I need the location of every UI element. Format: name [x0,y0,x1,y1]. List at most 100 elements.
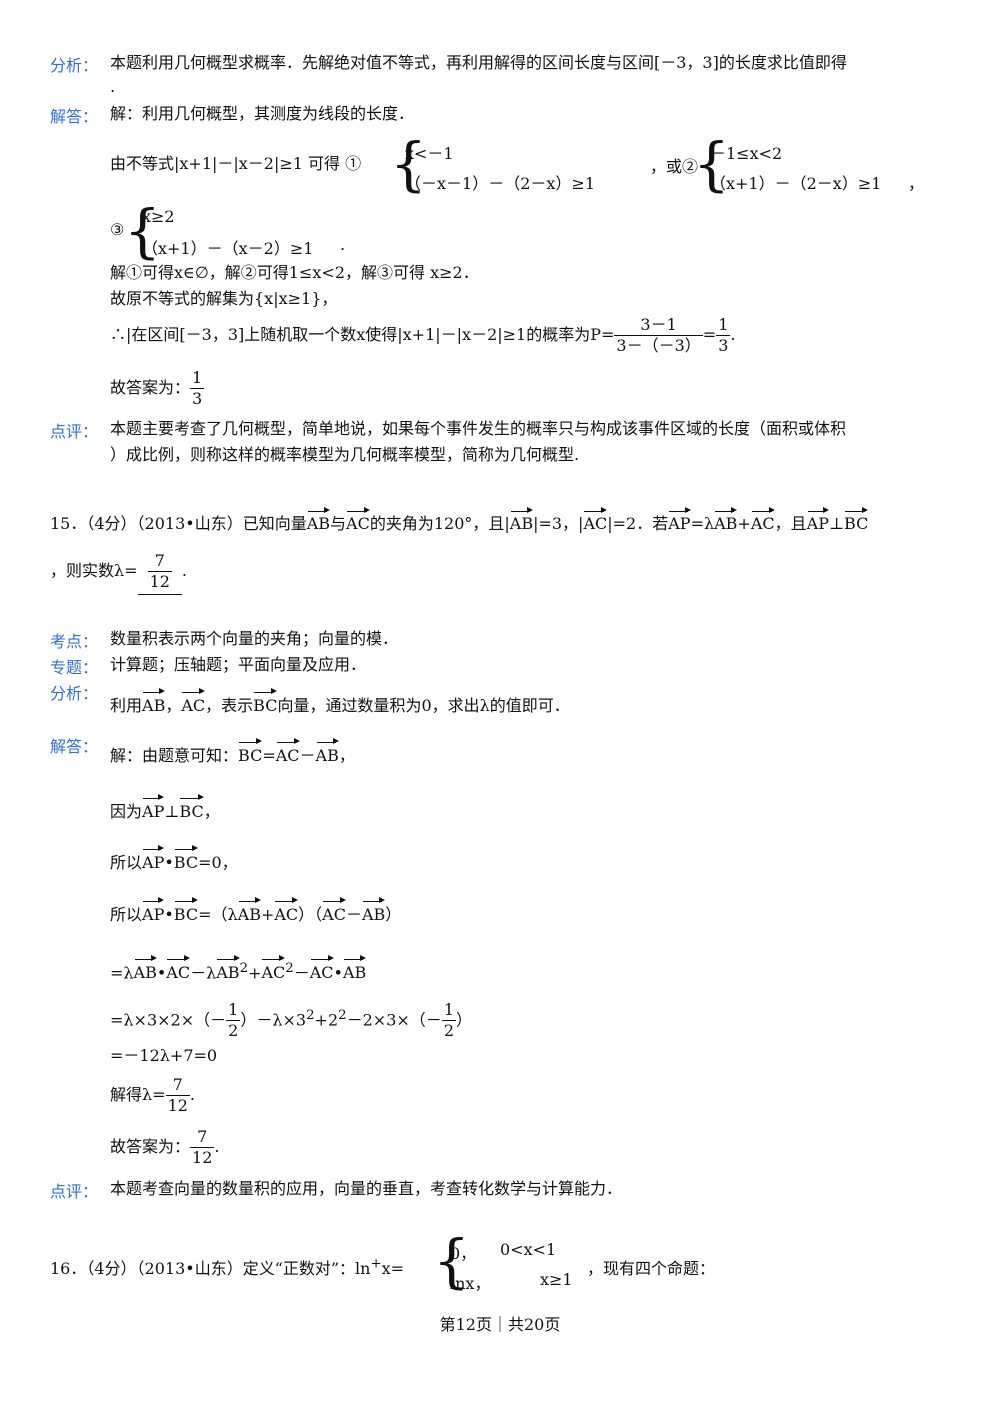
vector-ab: AB [509,507,534,533]
vector-ab: AB [216,955,240,983]
vector-ab: AB [342,955,367,983]
sol15-line3: 所以AP•BC=0， [110,845,238,874]
vector-ac: AC [322,897,346,924]
an-sep: ， [165,696,182,715]
square-sup: 2 [239,961,249,976]
s2-end: ， [203,802,220,821]
comment-15: 本题考查向量的数量积的应用，向量的垂直，考查转化数学与计算能力． [110,1179,623,1198]
minus: － [345,905,362,924]
vector-ap: AP [142,845,165,872]
q15-period: . [181,561,188,580]
lambda-den: 12 [167,1096,188,1115]
vector-ap: AP [142,897,165,924]
kaodian-label: 考点： [50,632,99,651]
vector-bc: BC [173,845,199,872]
q16-eq: x= [381,1259,405,1278]
q15-text-b: 与 [330,514,347,533]
an-text-c: 向量，通过数量积为0，求出λ的值即可． [277,696,570,715]
sol15-line5: =λAB•AC－λAB2+AC2－AC•AB [110,955,367,984]
q15-text-a: 15．（4分）（2013•山东）已知向量 [50,514,307,533]
s6-d: －2×3×（－ [346,1010,442,1030]
vector-bc: BC [173,897,199,924]
vector-ab: AB [315,738,340,765]
sol15-line4: 所以AP•BC=（λAB+AC）（AC－AB） [110,897,401,926]
case3-line2: （x+1）－（x－2）≥1 [142,239,314,258]
piece2-value: lnx， [450,1274,491,1293]
comment-line2: ）成比例，则称这样的概率模型为几何概率模型，简称为几何概型. [110,445,580,464]
lambda-num: 7 [165,1075,190,1096]
s9-prefix: 故答案为： [110,1137,191,1156]
vector-ab: AB [306,507,331,533]
kaodian-text: 数量积表示两个向量的夹角；向量的模． [110,629,399,648]
plus-sign: + [260,905,275,924]
vector-bc: BC [238,738,263,765]
page-footer: 第12页｜共20页 [439,1315,561,1334]
zhuanti-label: 专题： [50,658,99,677]
vector-ac: AC [309,955,334,983]
analysis-label: 分析： [50,56,99,75]
analysis-text-line2: . [110,77,116,96]
vector-ab: AB [133,955,158,983]
minus: － [299,746,316,765]
case1-line2: （－x－1）－（2－x）≥1 [405,174,595,193]
analysis-label-15: 分析： [50,684,99,703]
case1-line1: x<－1 [405,144,454,163]
q15-text-e: |=2．若 [607,514,669,533]
question-16-prefix: 16．（4分）（2013•山东）定义“正数对”：ln+x= [50,1255,404,1279]
comment-label-15: 点评： [50,1182,99,1201]
answer-prefix: 故答案为： [110,378,191,397]
s9-period: . [214,1137,220,1156]
system-brace-2: { [693,130,730,198]
case2-comma: ， [908,174,925,193]
sol15-line7: =－12λ+7=0 [110,1046,218,1065]
s8-prefix: 解得λ= [110,1085,166,1104]
answer-numerator: 1 [190,368,205,389]
square-sup: 2 [338,1008,347,1023]
dot-op: • [164,905,174,924]
probability-period: . [730,325,736,344]
blank-numerator: 7 [147,551,172,572]
s6-c: +2 [314,1010,339,1030]
vector-ab: AB [142,688,166,715]
probability-denominator: 3－（－3） [616,336,701,355]
s1-end: ， [338,746,355,765]
solution-line2-prefix: 由不等式|x+1|－|x－2|≥1 可得 ① [110,154,362,173]
vector-ac: AC [274,897,299,924]
s6-end: ） [456,1010,473,1030]
answer-denominator: 3 [192,389,203,408]
half-den: 2 [228,1021,239,1041]
perp-sign: ⊥ [828,514,845,533]
s5-prefix: =λ [110,963,134,983]
minus: － [293,963,310,983]
equals-sign: = [702,325,717,344]
half-num: 1 [441,1000,456,1022]
dot-op: • [156,963,167,983]
vector-ab: AB [237,897,262,924]
piecewise-brace: { [433,1227,470,1295]
zhuanti-text: 计算题；压轴题；平面向量及应用． [110,655,367,674]
an-text-b: ，表示 [205,696,254,715]
s6-prefix: =λ×3×2×（－ [110,1010,227,1030]
case3-dot: . [340,235,346,254]
square-sup: 2 [306,1008,315,1023]
perp-sign: ⊥ [164,802,180,821]
vector-ac: AC [181,688,206,715]
solution-line5: 故原不等式的解集为{x|x≥1}， [110,289,338,308]
analysis-text-15: 利用AB，AC，表示BC向量，通过数量积为0，求出λ的值即可． [110,688,570,717]
half-den: 2 [443,1021,454,1041]
an-text-a: 利用 [110,696,143,715]
q15-text-g: ，且 [774,514,807,533]
result-denominator: 3 [718,336,729,355]
dot-op: • [333,963,343,983]
plus-sup: + [370,1256,382,1272]
case3-line1: x≥2 [142,207,175,226]
vector-ab: AB [361,897,386,924]
answer15-den: 12 [192,1148,213,1167]
